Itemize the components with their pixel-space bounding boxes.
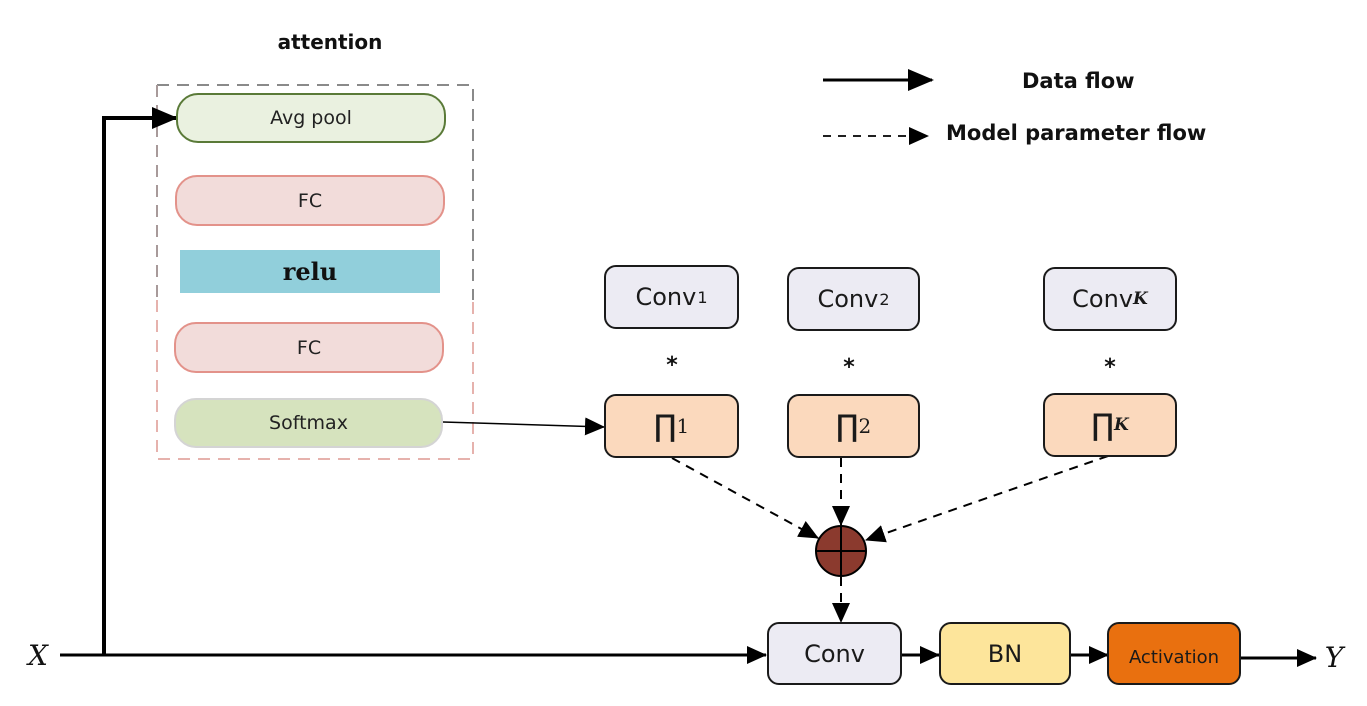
pik-to-sum-arrow [865, 455, 1109, 543]
conv-block[interactable]: Conv [767, 622, 902, 685]
avg-pool-block[interactable]: Avg pool [176, 93, 446, 143]
pi-weight-2-sub: 2 [858, 414, 872, 438]
conv-kernel-1-name: Conv [635, 283, 697, 311]
pi-weight-1[interactable]: ∏1 [604, 394, 739, 458]
conv-kernel-k-name: Conv [1072, 285, 1134, 313]
multiply-symbol-k: * [1104, 354, 1116, 380]
pi-symbol-k: ∏ [1091, 407, 1114, 443]
pi-weight-k[interactable]: ∏K [1043, 393, 1177, 457]
multiply-symbol-2: * [843, 354, 855, 380]
relu-block[interactable]: relu [180, 250, 440, 293]
conv-kernel-2-name: Conv [817, 285, 879, 313]
input-x-label: X [28, 638, 48, 672]
pi-weight-2[interactable]: ∏2 [787, 394, 920, 458]
fc-block-1[interactable]: FC [175, 175, 445, 226]
attention-container-top [157, 84, 474, 300]
softmax-block[interactable]: Softmax [174, 398, 443, 448]
pi-symbol-1: ∏ [653, 408, 677, 444]
legend-model-parameter-flow-label: Model parameter flow [946, 121, 1207, 145]
pi-weight-1-sub: 1 [676, 414, 690, 438]
pi1-to-sum-arrow [671, 457, 819, 539]
pi-weight-k-sub: K [1113, 415, 1129, 435]
activation-block[interactable]: Activation [1107, 622, 1241, 685]
pi-symbol-2: ∏ [835, 408, 859, 444]
softmax-to-pi1-line [442, 417, 605, 436]
sum-node [815, 525, 867, 577]
input-to-attention-line [102, 107, 178, 655]
legend-data-flow-label: Data flow [1022, 69, 1135, 93]
bn-block[interactable]: BN [939, 622, 1071, 685]
attention-title: attention [277, 30, 383, 54]
fc-block-2[interactable]: FC [174, 322, 444, 373]
conv-kernel-2-sub: 2 [879, 289, 890, 309]
multiply-symbol-1: * [666, 352, 678, 378]
output-y-label: Y [1324, 640, 1344, 674]
conv-kernel-1-sub: 1 [697, 287, 708, 307]
conv-kernel-k-sub: K [1133, 289, 1148, 309]
